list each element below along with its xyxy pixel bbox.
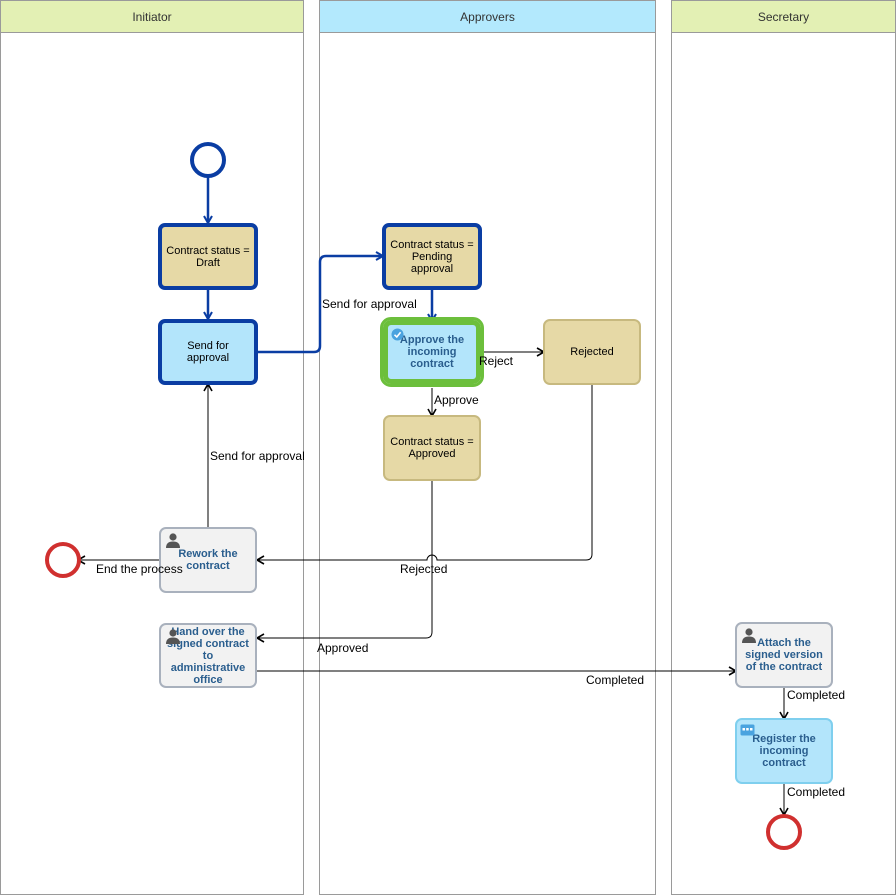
node-status-approved[interactable]: Contract status = Approved bbox=[383, 415, 481, 481]
lane-approvers: Approvers bbox=[319, 0, 656, 895]
flow-label-completed-3: Completed bbox=[787, 785, 846, 799]
lane-title-approvers: Approvers bbox=[460, 9, 515, 24]
flow-label-reject: Reject bbox=[479, 354, 514, 368]
user-icon bbox=[742, 628, 756, 643]
flow-label-approve: Approve bbox=[434, 393, 479, 407]
user-icon bbox=[166, 629, 180, 644]
end-event-secretary[interactable] bbox=[766, 814, 802, 850]
node-status-pending[interactable]: Contract status = Pending approval bbox=[382, 223, 482, 290]
node-hand-over[interactable]: Hand over the signed contract to adminis… bbox=[159, 623, 257, 688]
flow-send-to-pending bbox=[257, 256, 383, 354]
lane-title-initiator: Initiator bbox=[132, 9, 172, 24]
flow-approved-to-handover bbox=[255, 480, 433, 643]
node-register-contract[interactable]: Register the incoming contract bbox=[735, 718, 833, 784]
node-rework-contract[interactable]: Rework the contract bbox=[159, 527, 257, 593]
start-event[interactable] bbox=[190, 142, 226, 178]
flow-label-completed-1: Completed bbox=[586, 673, 645, 687]
node-attach-signed[interactable]: Attach the signed version of the contrac… bbox=[735, 622, 833, 688]
lane-initiator: Initiator bbox=[0, 0, 304, 895]
node-status-pending-label: Contract status = Pending approval bbox=[390, 238, 474, 275]
calendar-icon bbox=[740, 724, 755, 736]
check-icon bbox=[391, 328, 404, 341]
node-approve-contract-label: Approve the incoming contract bbox=[399, 334, 465, 370]
flow-label-approved: Approved bbox=[317, 641, 369, 655]
lane-header-secretary: Secretary bbox=[672, 1, 895, 33]
node-hand-over-label: Hand over the signed contract to adminis… bbox=[167, 625, 249, 686]
lane-header-approvers: Approvers bbox=[320, 1, 655, 33]
flow-label-send-for-approval-2: Send for approval bbox=[210, 449, 305, 463]
user-icon bbox=[166, 533, 180, 548]
node-send-for-approval-label: Send for approval bbox=[186, 340, 230, 364]
node-rejected-label: Rejected bbox=[570, 346, 614, 358]
lane-header-initiator: Initiator bbox=[1, 1, 303, 33]
node-rework-contract-label: Rework the contract bbox=[178, 548, 238, 572]
node-status-draft[interactable]: Contract status = Draft bbox=[158, 223, 258, 290]
flow-label-end-process: End the process bbox=[96, 562, 183, 576]
flow-label-send-for-approval-1: Send for approval bbox=[322, 297, 417, 311]
end-event-initiator[interactable] bbox=[45, 542, 81, 578]
flow-rejected-to-rework bbox=[255, 384, 593, 565]
node-status-draft-label: Contract status = Draft bbox=[166, 244, 250, 269]
node-approve-contract[interactable]: Approve the incoming contract bbox=[380, 317, 484, 387]
node-send-for-approval[interactable]: Send for approval bbox=[158, 319, 258, 385]
flow-label-rejected: Rejected bbox=[400, 562, 448, 576]
node-attach-signed-label: Attach the signed version of the contrac… bbox=[745, 637, 823, 673]
node-register-contract-label: Register the incoming contract bbox=[752, 733, 816, 769]
lane-title-secretary: Secretary bbox=[757, 9, 810, 24]
node-status-approved-label: Contract status = Approved bbox=[390, 436, 474, 460]
flow-label-completed-2: Completed bbox=[787, 688, 846, 702]
node-rejected[interactable]: Rejected bbox=[543, 319, 641, 385]
